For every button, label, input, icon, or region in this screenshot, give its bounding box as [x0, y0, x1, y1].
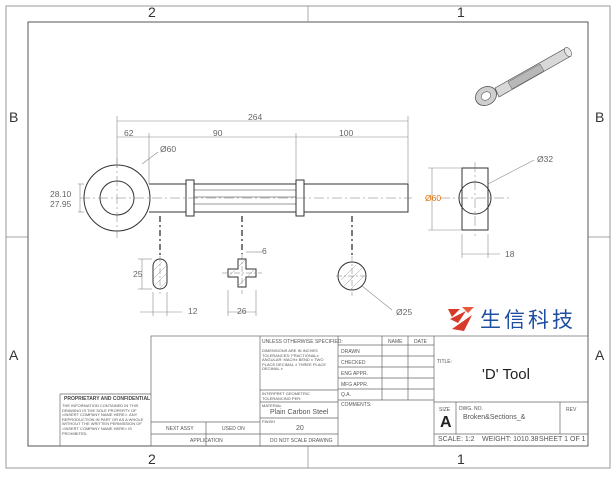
section-2: 6 26 [222, 246, 267, 316]
dim-ring-dia: Ø60 [160, 144, 176, 154]
dim-seg3: 100 [339, 128, 353, 138]
side-dim-text: Ø32 Ø60 18 [425, 154, 553, 259]
row-drawn: DRAWN [341, 349, 360, 355]
row-mfg-appr: MFG APPR. [341, 382, 369, 388]
weight-value: WEIGHT: 1010.38 [482, 436, 539, 443]
finish-label: FINISH [262, 419, 276, 424]
zone-right-lower: A [595, 347, 605, 363]
proprietary-body: THE INFORMATION CONTAINED IN THIS DRAWIN… [62, 403, 144, 436]
watermark-text: 生信科技 [480, 308, 576, 332]
unless-note: UNLESS OTHERWISE SPECIFIED: [262, 339, 343, 345]
dim-seg2: 90 [213, 128, 223, 138]
rev-label: REV [566, 407, 577, 413]
dim-sec3-dia: Ø25 [396, 307, 412, 317]
zone-left-lower: A [9, 347, 19, 363]
dim-sec2-width: 26 [237, 306, 247, 316]
row-eng-appr: ENG APPR. [341, 371, 368, 377]
row-comments: COMMENTS: [341, 402, 372, 408]
dwg-no-label: DWG. NO. [459, 406, 483, 412]
dim-side-small: Ø32 [537, 154, 553, 164]
sheet-value: SHEET 1 OF 1 [539, 436, 586, 443]
title-block-frame [59, 335, 589, 447]
row-checked: CHECKED [341, 360, 366, 366]
finish-value: 20 [296, 425, 304, 432]
front-view [80, 158, 412, 256]
dim-seg1: 62 [124, 128, 134, 138]
isometric-view [475, 47, 572, 106]
drawing-title: 'D' Tool [482, 366, 530, 383]
dim-sec1-height: 25 [133, 269, 143, 279]
dim-side-width: 18 [505, 249, 515, 259]
dim-hub-upper: 28.10 [50, 189, 72, 199]
material-value: Plain Carbon Steel [270, 409, 329, 416]
section-3: Ø25 [336, 256, 412, 317]
do-not-scale: DO NOT SCALE DRAWING [270, 438, 333, 444]
front-dim-lines [78, 116, 409, 213]
name-column: NAME [388, 339, 403, 345]
dim-sec1-width: 12 [188, 306, 198, 316]
next-assy-label: NEXT ASSY [166, 426, 194, 432]
section-1: 25 12 [133, 256, 198, 316]
dim-sec2-slot: 6 [262, 246, 267, 256]
zone-right-upper: B [595, 109, 605, 125]
scale-value: SCALE: 1:2 [438, 436, 475, 443]
used-on-label: USED ON [222, 426, 245, 432]
date-column: DATE [414, 339, 427, 345]
dwg-no-value: Broken&Sections_& [463, 414, 526, 421]
zone-left-upper: B [9, 109, 19, 125]
row-qa: Q.A. [341, 392, 352, 398]
zone-bottom-left: 2 [148, 451, 156, 467]
dim-hub-lower: 27.95 [50, 199, 72, 209]
watermark: 生信科技 [446, 304, 576, 334]
dim-side-big: Ø60 [425, 193, 441, 203]
zone-bottom-right: 1 [457, 451, 465, 467]
size-value: A [440, 414, 452, 431]
interpret-note: INTERPRET GEOMETRIC TOLERANCING PER: [262, 391, 310, 401]
material-label: MATERIAL [262, 403, 282, 408]
application-label: APPLICATION [190, 438, 223, 444]
size-label: SIZE [439, 407, 451, 413]
dim-overall-length: 264 [248, 112, 262, 122]
watermark-logo-icon [448, 307, 474, 331]
zone-top-right: 1 [457, 4, 465, 20]
side-view [440, 162, 512, 236]
dimensions-note: DIMENSIONS ARE IN INCHES TOLERANCES: FRA… [262, 348, 326, 372]
title-label: TITLE: [437, 359, 453, 365]
front-dim-text: 264 62 90 100 Ø60 28.10 27.95 [50, 112, 353, 209]
proprietary-heading: PROPRIETARY AND CONFIDENTIAL [64, 396, 151, 402]
zone-top-left: 2 [148, 4, 156, 20]
